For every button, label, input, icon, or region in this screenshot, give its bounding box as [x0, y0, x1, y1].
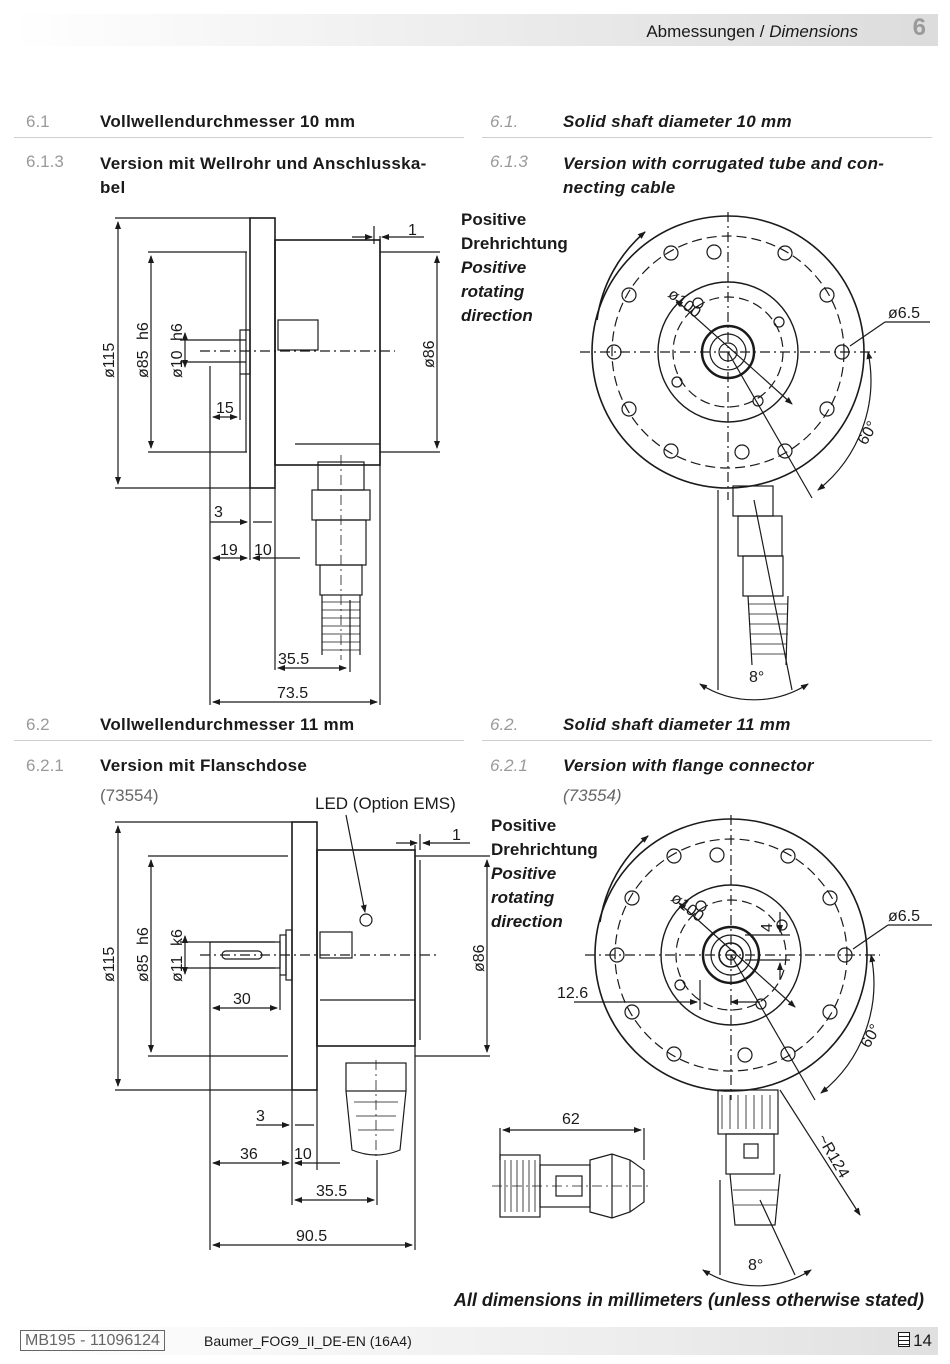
section-rule: [482, 740, 932, 741]
dim-label: ø115: [101, 947, 118, 982]
dim-label: ø6.5: [888, 305, 920, 322]
header-title-de: Abmessungen: [646, 22, 756, 41]
dim-label: 90.5: [296, 1228, 327, 1245]
section-6-1-3-title-en-line2: necting cable: [563, 178, 676, 197]
dim-label: ~R124: [814, 1132, 853, 1182]
drawing-6-1-3-side-view: [115, 217, 440, 705]
dim-label: 35.5: [278, 651, 309, 668]
section-6-2-1-number-de: 6.2.1: [26, 756, 64, 775]
dim-label: 36: [240, 1146, 258, 1163]
header-title-en: Dimensions: [769, 22, 858, 41]
dim-label: 8°: [748, 1257, 763, 1274]
section-rule: [14, 137, 464, 138]
led-option-label: LED (Option EMS): [315, 794, 456, 813]
dim-label: 60°: [858, 1022, 885, 1051]
section-6-1-number-de: 6.1: [26, 112, 50, 131]
rotation-label-de-2: Drehrichtung: [491, 840, 598, 859]
dim-label: ø85: [135, 350, 152, 378]
chapter-number: 6: [912, 14, 926, 41]
units-footnote: All dimensions in millimeters (unless ot…: [453, 1290, 924, 1310]
document-id: MB195 - 11096124: [20, 1330, 165, 1351]
dim-label: 8°: [749, 669, 764, 686]
rotation-label-en-1: Positive: [491, 864, 557, 883]
dim-label: 10: [294, 1146, 312, 1163]
drawing-6-2-1-connector-detail: [492, 1127, 650, 1219]
page-header-title: Abmessungen / Dimensions: [646, 22, 858, 42]
dim-label: ø6.5: [888, 908, 920, 925]
dim-label: 1: [452, 827, 461, 844]
section-6-2-number-de: 6.2: [26, 715, 50, 734]
dim-label: ø85: [135, 954, 152, 982]
section-6-1-3-number-en: 6.1.3: [490, 152, 528, 171]
page-number: 14: [898, 1331, 932, 1351]
dim-label: 73.5: [277, 685, 308, 702]
dim-label: 62: [562, 1111, 580, 1128]
dim-tolerance: h6: [169, 323, 186, 341]
dim-label: ø86: [471, 944, 488, 972]
section-6-1-3-number-de: 6.1.3: [26, 152, 64, 171]
dim-label: 3: [256, 1108, 265, 1125]
dim-label: 10: [254, 542, 272, 559]
dim-label: 1: [408, 222, 417, 239]
section-6-1-3-title-de-line2: bel: [100, 178, 126, 197]
section-rule: [482, 137, 932, 138]
section-6-2-title-de: Vollwellendurchmesser 11 mm: [100, 715, 355, 734]
page-icon: [898, 1332, 911, 1347]
dim-tolerance: k6: [169, 929, 186, 946]
section-6-2-title-en: Solid shaft diameter 11 mm: [563, 715, 791, 734]
dim-tolerance: h6: [135, 927, 152, 945]
dim-label: 4: [759, 923, 776, 932]
section-6-1-title-de: Vollwellendurchmesser 10 mm: [100, 112, 356, 131]
dim-label: ø86: [421, 340, 438, 368]
dim-label: 19: [220, 542, 238, 559]
page-number-value: 14: [913, 1331, 932, 1350]
dim-label: ø115: [101, 343, 118, 378]
dim-label: ø100: [668, 890, 707, 926]
section-6-1-3-title-de: Version mit Wellrohr und Anschlusska-bel: [100, 152, 427, 200]
section-6-1-3-title-de-line1: Version mit Wellrohr und Anschlusska-: [100, 154, 427, 173]
document-name: Baumer_FOG9_II_DE-EN (16A4): [204, 1333, 412, 1349]
dim-label: 30: [233, 991, 251, 1008]
drawing-6-2-1-side-view: [115, 814, 490, 1250]
rotation-label-de-1: Positive: [491, 816, 557, 835]
part-number-de: (73554): [100, 786, 159, 805]
rotation-label-de-2: Drehrichtung: [461, 234, 568, 253]
rotation-label-de-1: Positive: [461, 210, 527, 229]
dim-label: 60°: [855, 419, 882, 448]
dim-label: 3: [214, 504, 223, 521]
section-6-1-3-title-en-line1: Version with corrugated tube and con-: [563, 154, 885, 173]
dim-tolerance: h6: [135, 322, 152, 340]
header-title-separator: /: [755, 22, 770, 41]
section-6-1-number-en: 6.1.: [490, 112, 519, 131]
dim-label: 15: [216, 400, 234, 417]
drawing-6-1-3-front-view: [580, 212, 930, 701]
section-6-2-1-title-de: Version mit Flanschdose: [100, 756, 308, 775]
rotation-label-en-3: direction: [461, 306, 533, 325]
drawing-6-2-1-front-view: [574, 815, 932, 1287]
dim-label: 12.6: [557, 985, 588, 1002]
dim-label: ø100: [665, 286, 704, 322]
rotation-label-en-3: direction: [491, 912, 563, 931]
section-6-1-title-en: Solid shaft diameter 10 mm: [563, 112, 792, 131]
dim-label: 35.5: [316, 1183, 347, 1200]
section-6-2-1-title-en: Version with flange connector: [563, 756, 814, 775]
rotation-label-en-2: rotating: [461, 282, 525, 301]
section-6-2-number-en: 6.2.: [490, 715, 519, 734]
rotation-direction-label: Positive Drehrichtung Positive rotating …: [461, 208, 568, 328]
part-number-en: (73554): [563, 786, 622, 805]
dim-label: ø10: [169, 350, 186, 378]
rotation-label-en-2: rotating: [491, 888, 555, 907]
rotation-direction-label-2: Positive Drehrichtung Positive rotating …: [491, 814, 598, 934]
page-header-band: [10, 14, 938, 46]
section-6-2-1-number-en: 6.2.1: [490, 756, 528, 775]
rotation-label-en-1: Positive: [461, 258, 527, 277]
section-6-1-3-title-en: Version with corrugated tube and con-nec…: [563, 152, 884, 200]
dim-label: ø11: [169, 956, 186, 982]
section-rule: [14, 740, 464, 741]
